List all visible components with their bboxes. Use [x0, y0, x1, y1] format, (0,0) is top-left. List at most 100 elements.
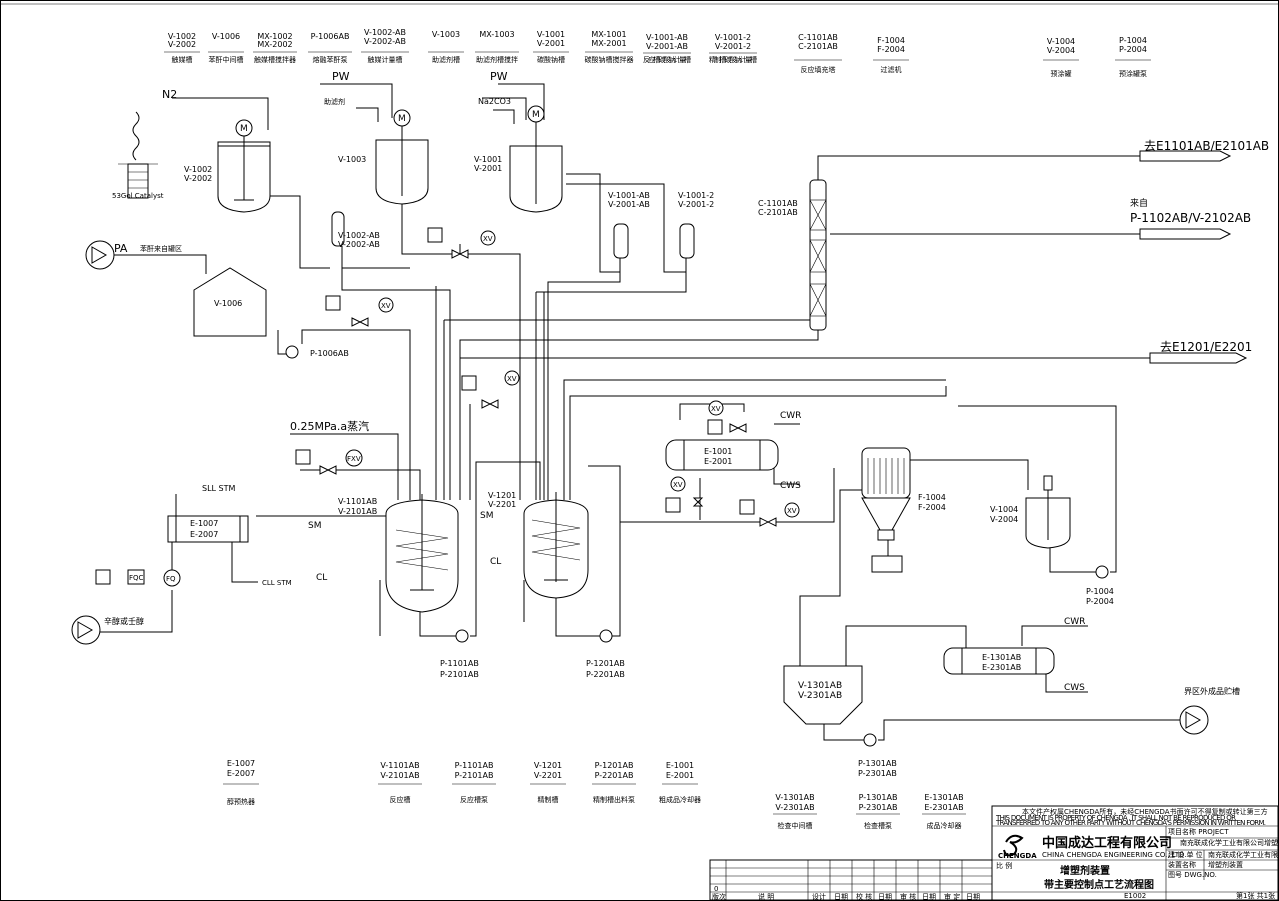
svg-text:检查中间槽: 检查中间槽: [778, 821, 813, 830]
svg-text:精制槽碳酸钠计量槽: 精制槽碳酸钠计量槽: [709, 55, 757, 64]
pump-p1006: P-1006AB: [285, 345, 349, 359]
offpage-p1102: 来自 P-1102AB/V-2102AB: [1130, 197, 1251, 240]
svg-text:日期: 日期: [878, 893, 892, 901]
svg-text:V-1301AB: V-1301AB: [775, 793, 814, 802]
svg-text:P-2004: P-2004: [1119, 45, 1147, 54]
svg-text:去E1201/E2201: 去E1201/E2201: [1160, 340, 1252, 354]
svg-text:V-2002: V-2002: [184, 174, 212, 183]
legend-item: V-1001-AB V-2001-AB 反应槽碳酸钠计量槽: [643, 33, 691, 64]
svg-text:E-1001: E-1001: [666, 761, 694, 770]
svg-text:熔融苯酐泵: 熔融苯酐泵: [313, 55, 348, 64]
svg-text:V-2001-2: V-2001-2: [715, 42, 751, 51]
tank-v1301: V-1301AB V-2301AB: [783, 665, 863, 725]
svg-text:助滤剂: 助滤剂: [324, 97, 345, 106]
svg-text:建 设 单 位: 建 设 单 位: [1168, 850, 1203, 859]
legend-item: E-1301AB E-2301AB 成品冷却器: [922, 793, 966, 830]
svg-text:P-1101AB: P-1101AB: [440, 659, 479, 668]
svg-text:CHENGDA: CHENGDA: [998, 852, 1037, 860]
legend-item: V-1003 助滤剂槽: [428, 30, 464, 64]
svg-text:V-2201: V-2201: [488, 500, 516, 509]
svg-text:V-1001-AB: V-1001-AB: [646, 33, 688, 42]
legend-item: E-1001 E-2001 粗成品冷却器: [659, 761, 701, 804]
svg-text:校 核: 校 核: [856, 892, 872, 901]
svg-text:0.25MPa.a蒸汽: 0.25MPa.a蒸汽: [290, 419, 369, 433]
svg-text:P-1101AB: P-1101AB: [455, 761, 494, 770]
svg-text:P-1201AB: P-1201AB: [586, 659, 625, 668]
svg-text:XV: XV: [787, 507, 797, 515]
svg-text:项目名称 PROJECT: 项目名称 PROJECT: [1168, 827, 1229, 836]
svg-text:V-1006: V-1006: [212, 32, 240, 41]
svg-text:MX-2001: MX-2001: [591, 39, 626, 48]
svg-text:过滤机: 过滤机: [881, 65, 902, 74]
svg-text:审 定: 审 定: [944, 892, 960, 901]
svg-text:触媒槽搅拌器: 触媒槽搅拌器: [254, 55, 296, 64]
title-block: 本文件产权属CHENGDA所有，未经CHENGDA书面许可不得复制或转让第三方 …: [991, 805, 1279, 901]
svg-text:CWS: CWS: [780, 481, 801, 491]
svg-text:CLL STM: CLL STM: [262, 579, 292, 587]
legend-item: V-1002 V-2002 触媒槽: [164, 32, 200, 64]
svg-text:V-1101AB: V-1101AB: [380, 761, 419, 770]
exchanger-e1001: E-1001 E-2001 CWR CWS: [665, 411, 801, 491]
legend-item: F-1004 F-2004 过滤机: [873, 36, 909, 74]
svg-text:V-2001-2: V-2001-2: [678, 200, 714, 209]
top-legend: V-1002 V-2002 触媒槽 V-1006 苯酐中间槽 MX-1002 M…: [164, 28, 1151, 78]
svg-text:V-1004: V-1004: [990, 505, 1018, 514]
svg-text:E-1007: E-1007: [227, 759, 255, 768]
svg-text:N2: N2: [162, 88, 177, 101]
vessel-v10012: V-1001-2 V-2001-2: [678, 191, 714, 259]
catalyst-drum: 53Gol Catalyst: [112, 111, 164, 200]
svg-text:带主要控制点工艺流程图: 带主要控制点工艺流程图: [1044, 878, 1154, 891]
svg-text:日期: 日期: [966, 893, 980, 901]
svg-text:碳酸钠槽: 碳酸钠槽: [537, 55, 565, 64]
svg-text:M: M: [532, 110, 540, 120]
svg-text:V-2001: V-2001: [537, 39, 565, 48]
svg-text:V-1004: V-1004: [1047, 37, 1075, 46]
svg-text:C-1101AB: C-1101AB: [798, 33, 838, 42]
svg-text:FQC: FQC: [129, 574, 144, 582]
svg-text:醇预热器: 醇预热器: [227, 797, 255, 806]
svg-text:CHINA CHENGDA ENGINEERING CO.,: CHINA CHENGDA ENGINEERING CO., LTD.: [1042, 851, 1187, 859]
svg-text:M: M: [240, 124, 248, 134]
svg-text:V-2201: V-2201: [534, 771, 562, 780]
svg-text:CL: CL: [316, 573, 327, 583]
inlet-alcohol: 辛醇或壬醇: [71, 615, 144, 645]
svg-text:界区外成品贮槽: 界区外成品贮槽: [1184, 686, 1240, 696]
legend-item: E-1007 E-2007 醇预热器: [223, 759, 259, 806]
svg-text:版次: 版次: [712, 892, 726, 901]
svg-text:V-1002: V-1002: [184, 165, 212, 174]
svg-text:日期: 日期: [922, 893, 936, 901]
svg-text:C-2101AB: C-2101AB: [798, 42, 838, 51]
svg-text:V-1003: V-1003: [338, 155, 366, 164]
pump-p1101: P-1101AB P-2101AB: [440, 629, 479, 679]
offpage-e1201: 去E1201/E2201: [1149, 340, 1252, 364]
svg-text:F-2004: F-2004: [877, 45, 905, 54]
svg-text:XV: XV: [673, 481, 683, 489]
svg-text:V-1006: V-1006: [214, 299, 242, 308]
svg-text:0: 0: [714, 885, 718, 893]
svg-text:E-2301AB: E-2301AB: [982, 663, 1021, 672]
svg-text:MX-1002: MX-1002: [257, 32, 292, 41]
pump-p1301: P-1301AB P-2301AB: [858, 733, 897, 778]
svg-text:P-1201AB: P-1201AB: [595, 761, 634, 770]
svg-text:XV: XV: [483, 235, 493, 243]
xv-valve-3: XV: [461, 370, 520, 500]
legend-item: V-1001 V-2001 碳酸钠槽: [533, 30, 569, 64]
svg-text:F-1004: F-1004: [918, 493, 946, 502]
tank-v1006: V-1006: [193, 267, 267, 337]
svg-text:E-1301AB: E-1301AB: [924, 793, 963, 802]
svg-text:V-2101AB: V-2101AB: [380, 771, 419, 780]
svg-text:苯酐中间槽: 苯酐中间槽: [209, 55, 244, 64]
svg-text:V-1003: V-1003: [432, 30, 460, 39]
svg-text:装置名称: 装置名称: [1168, 860, 1196, 869]
exchanger-e1301: E-1301AB E-2301AB CWR CWS: [943, 617, 1085, 693]
svg-text:图号 DWG.NO.: 图号 DWG.NO.: [1168, 871, 1217, 879]
svg-text:增塑剂装置: 增塑剂装置: [1060, 864, 1110, 877]
svg-text:C-1101AB: C-1101AB: [758, 199, 798, 208]
svg-text:P-2004: P-2004: [1086, 597, 1114, 606]
svg-text:CWS: CWS: [1064, 683, 1085, 693]
svg-text:Na2CO3: Na2CO3: [478, 97, 511, 106]
svg-text:来自: 来自: [1130, 197, 1148, 209]
vessel-v1003: M V-1003 PW 助滤剂: [324, 70, 429, 205]
svg-text:E-1301AB: E-1301AB: [982, 653, 1021, 662]
